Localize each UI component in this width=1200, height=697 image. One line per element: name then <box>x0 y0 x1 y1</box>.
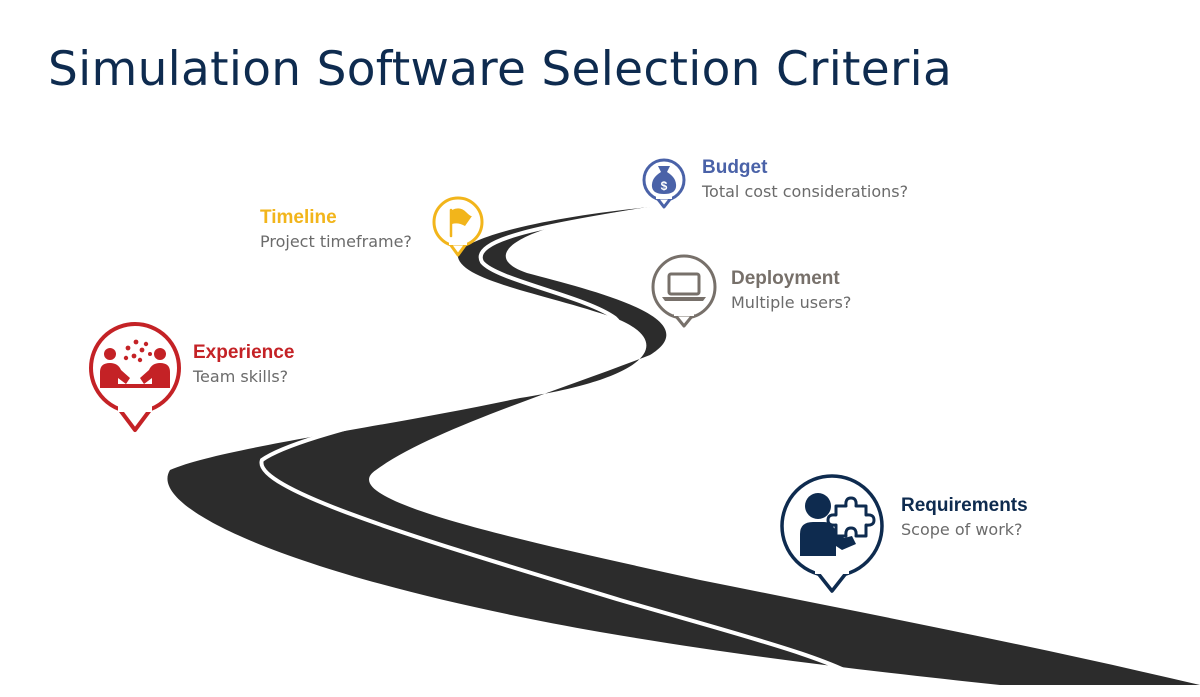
road-center-line <box>259 207 872 687</box>
requirements-heading: Requirements <box>901 495 1028 516</box>
deployment-heading: Deployment <box>731 268 840 289</box>
budget-heading: Budget <box>702 157 768 178</box>
timeline-question: Project timeframe? <box>260 232 412 251</box>
milestone-experience: Experience Team skills? <box>193 341 294 389</box>
requirements-question: Scope of work? <box>901 520 1023 539</box>
milestone-requirements: Requirements Scope of work? <box>901 494 1028 542</box>
deployment-question: Multiple users? <box>731 293 852 312</box>
timeline-heading: Timeline <box>260 207 337 228</box>
experience-heading: Experience <box>193 342 295 363</box>
milestone-timeline: Timeline Project timeframe? <box>260 206 412 254</box>
road-surface <box>167 207 1200 685</box>
milestone-deployment: Deployment Multiple users? <box>731 267 851 315</box>
budget-question: Total cost considerations? <box>702 182 909 201</box>
milestone-budget: Budget Total cost considerations? <box>702 156 908 204</box>
slide-title: Simulation Software Selection Criteria <box>48 42 953 97</box>
experience-question: Team skills? <box>193 367 289 386</box>
